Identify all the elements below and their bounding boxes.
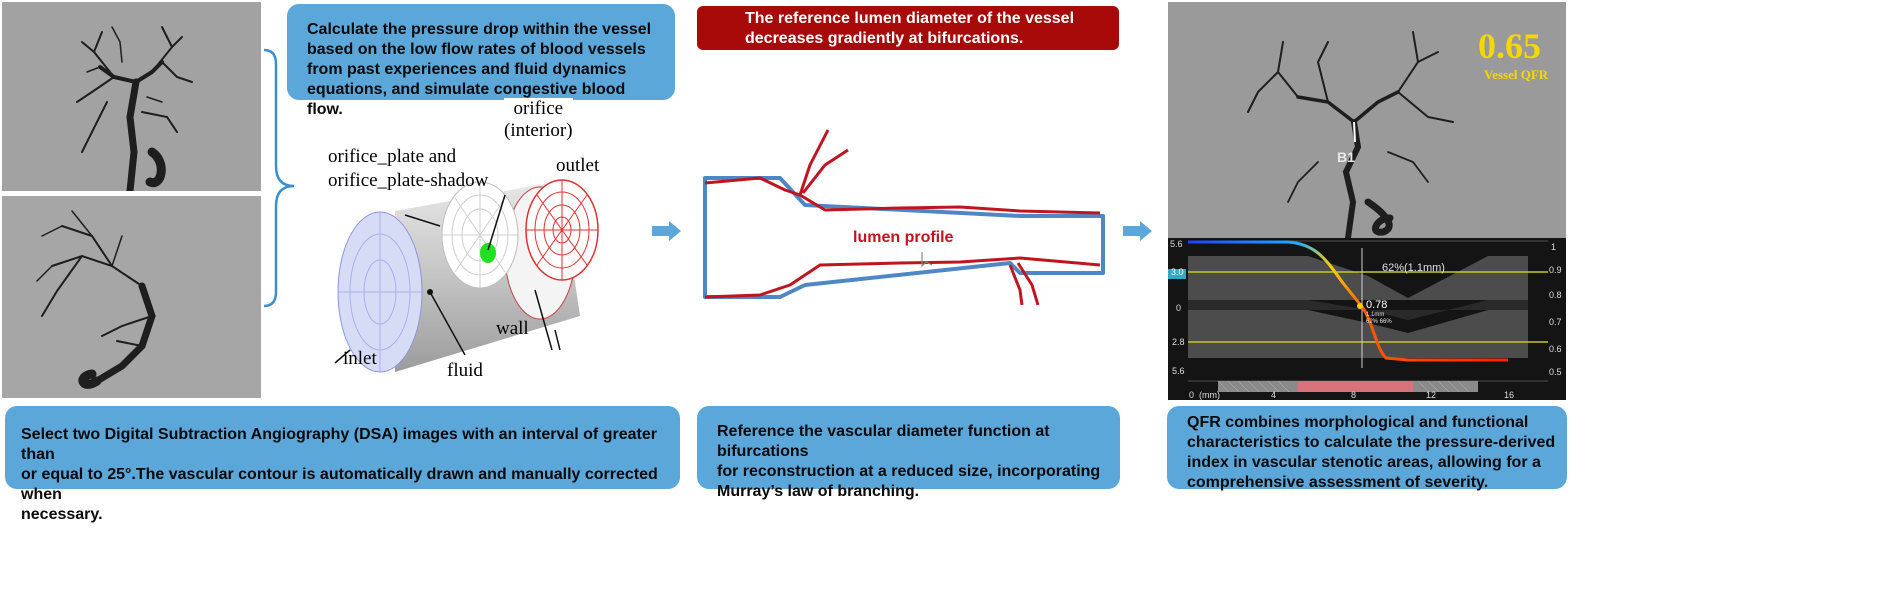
- fluid-pointer: [429, 291, 466, 356]
- qfr-value: 0.65: [1478, 26, 1541, 66]
- plot-left-tick-4: 2.8: [1172, 337, 1185, 347]
- plot-left-tick-3: 0: [1176, 303, 1182, 313]
- dsa-image-bottom: [2, 196, 261, 398]
- plot-right-tick-2: 0.9: [1549, 265, 1562, 275]
- plot-x-unit: (mm): [1199, 390, 1220, 400]
- plot-x-tick-8: 8: [1351, 390, 1357, 400]
- point-value: 0.78: [1366, 299, 1388, 311]
- plot-left-tick-1: 5.6: [1170, 239, 1183, 249]
- wall-pointer: [534, 289, 561, 351]
- qfr-description: QFR combines morphological and functiona…: [1167, 406, 1567, 491]
- dsa-selection-description: Select two Digital Subtraction Angiograp…: [5, 406, 680, 523]
- interior-pointer: [487, 194, 506, 251]
- qfr-label: Vessel QFR: [1484, 67, 1549, 82]
- bracket-connector: [263, 48, 295, 308]
- plot-x-tick-12: 12: [1426, 390, 1437, 400]
- lumen-profile-label: lumen profile: [853, 229, 954, 246]
- arrow-right-icon: [652, 221, 681, 241]
- qfr-diameter-plot: [1168, 238, 1566, 400]
- label-orifice-plate: orifice_plate and orifice_plate-shadow: [328, 146, 489, 191]
- angiogram-vessels-qfr: [1168, 2, 1566, 238]
- pressure-drop-description: Calculate the pressure drop within the v…: [287, 4, 675, 118]
- plot-left-tick-2: 3.0: [1171, 267, 1184, 277]
- plot-right-tick-6: 0.5: [1549, 367, 1562, 377]
- bifurcation-reference-description: Reference the vascular diameter function…: [697, 406, 1120, 500]
- point-sub2: 62% 66%: [1366, 319, 1392, 325]
- plot-right-tick-4: 0.7: [1549, 317, 1562, 327]
- plate-pointer: [404, 214, 441, 227]
- orifice-plate-face: [441, 181, 519, 289]
- vessel-tag: B1: [1337, 149, 1355, 165]
- plot-right-tick-3: 0.8: [1549, 290, 1562, 300]
- arrow-right-icon: [1123, 221, 1152, 241]
- stenosis-label: 62%(1.1mm): [1382, 262, 1445, 274]
- point-sub1: 1.1mm: [1366, 312, 1385, 318]
- plot-left-tick-5: 5.6: [1172, 366, 1185, 376]
- inlet-face: [337, 211, 423, 373]
- lumen-diameter-note: The reference lumen diameter of the vess…: [697, 6, 1119, 50]
- plot-x-tick-4: 4: [1271, 390, 1277, 400]
- plot-right-tick-5: 0.6: [1549, 344, 1562, 354]
- inlet-pointer: [334, 349, 351, 364]
- label-orifice-interior-text: orifice (interior): [504, 98, 573, 142]
- plot-x-tick-0: 0: [1189, 390, 1195, 400]
- plot-x-tick-16: 16: [1504, 390, 1515, 400]
- outlet-face: [525, 179, 599, 281]
- label-inlet: inlet: [343, 348, 377, 369]
- lumen-profile-diagram: [703, 129, 1105, 306]
- angiogram-vessels-bottom: [2, 196, 261, 398]
- qfr-angiogram: [1168, 2, 1566, 238]
- angiogram-vessels-top: [2, 2, 261, 191]
- label-fluid: fluid: [447, 360, 483, 381]
- orifice-cylinder-diagram: [334, 179, 599, 373]
- dsa-image-top: [2, 2, 261, 191]
- label-outlet: outlet: [556, 155, 600, 176]
- plot-right-tick-1: 1: [1551, 242, 1557, 252]
- label-wall: wall: [496, 318, 529, 339]
